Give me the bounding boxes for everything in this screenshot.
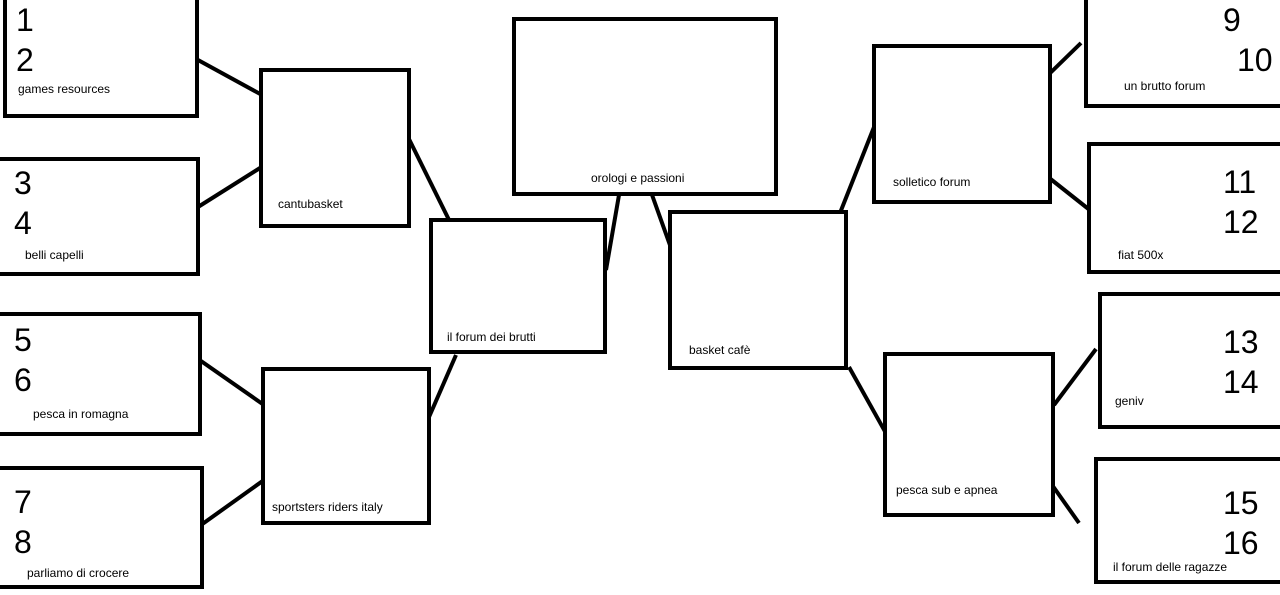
bracket-slot-basket-cafe: basket cafè: [668, 210, 848, 370]
bracket-slot-il-forum-delle-ragazze: 15 16 il forum delle ragazze: [1094, 457, 1280, 584]
seed-number: 15: [1223, 485, 1259, 521]
bracket-slot-sportsters-riders-italy: sportsters riders italy: [261, 367, 431, 525]
seed-number: 7: [14, 484, 32, 520]
connector-line: [196, 166, 262, 209]
connector-line: [199, 359, 266, 407]
seed-number: 2: [16, 42, 34, 78]
forum-name: il forum dei brutti: [447, 330, 536, 344]
forum-name: geniv: [1115, 394, 1144, 408]
forum-name: belli capelli: [25, 248, 84, 262]
forum-name: il forum delle ragazze: [1113, 560, 1228, 574]
forum-name: fiat 500x: [1118, 248, 1164, 262]
forum-name: pesca sub e apnea: [896, 483, 998, 497]
bracket-slot-pesca-in-romagna: 5 6 pesca in romagna: [0, 312, 202, 436]
seed-number: 9: [1223, 2, 1241, 38]
bracket-slot-games-resources: 1 2 games resources: [3, 0, 199, 118]
bracket-slot-parliamo-di-crocere: 7 8 parliamo di crocere: [0, 466, 204, 589]
connector-line: [1052, 347, 1098, 407]
seed-number: 16: [1223, 525, 1259, 561]
connector-line: [199, 478, 266, 527]
forum-name: pesca in romagna: [33, 407, 129, 421]
bracket-slot-geniv: 13 14 geniv: [1098, 292, 1280, 429]
forum-name: basket cafè: [689, 343, 751, 357]
seed-number: 5: [14, 322, 32, 358]
seed-number: 1: [16, 2, 34, 38]
forum-name: un brutto forum: [1124, 79, 1206, 93]
bracket-slot-fiat-500x: 11 12 fiat 500x: [1087, 142, 1280, 274]
forum-name: solletico forum: [893, 175, 971, 189]
seed-number: 11: [1223, 164, 1257, 200]
connector-line: [1046, 175, 1093, 213]
seed-number: 3: [14, 165, 32, 201]
seed-number: 14: [1223, 364, 1259, 400]
bracket-slot-un-brutto-forum: 9 10 un brutto forum: [1084, 0, 1280, 108]
bracket-slot-cantubasket: cantubasket: [259, 68, 411, 228]
forum-name: sportsters riders italy: [272, 500, 383, 514]
connector-line: [424, 354, 458, 425]
connector-line: [197, 58, 263, 97]
forum-name: cantubasket: [278, 197, 343, 211]
bracket-slot-final: orologi e passioni: [512, 17, 778, 196]
connector-line: [838, 121, 878, 214]
connector-line: [604, 194, 621, 271]
seed-number: 10: [1237, 42, 1273, 78]
bracket-slot-belli-capelli: 3 4 belli capelli: [0, 157, 200, 276]
seed-number: 6: [14, 362, 32, 398]
bracket-slot-solletico-forum: solletico forum: [872, 44, 1052, 204]
seed-number: 4: [14, 205, 32, 241]
forum-name: orologi e passioni: [591, 171, 685, 185]
seed-number: 12: [1223, 204, 1259, 240]
seed-number: 8: [14, 524, 32, 560]
seed-number: 13: [1223, 324, 1259, 360]
forum-name: parliamo di crocere: [27, 566, 130, 580]
connector-line: [405, 134, 455, 229]
bracket-slot-pesca-sub-e-apnea: pesca sub e apnea: [883, 352, 1055, 517]
bracket-slot-il-forum-dei-brutti: il forum dei brutti: [429, 218, 607, 354]
forum-name: games resources: [18, 82, 111, 96]
